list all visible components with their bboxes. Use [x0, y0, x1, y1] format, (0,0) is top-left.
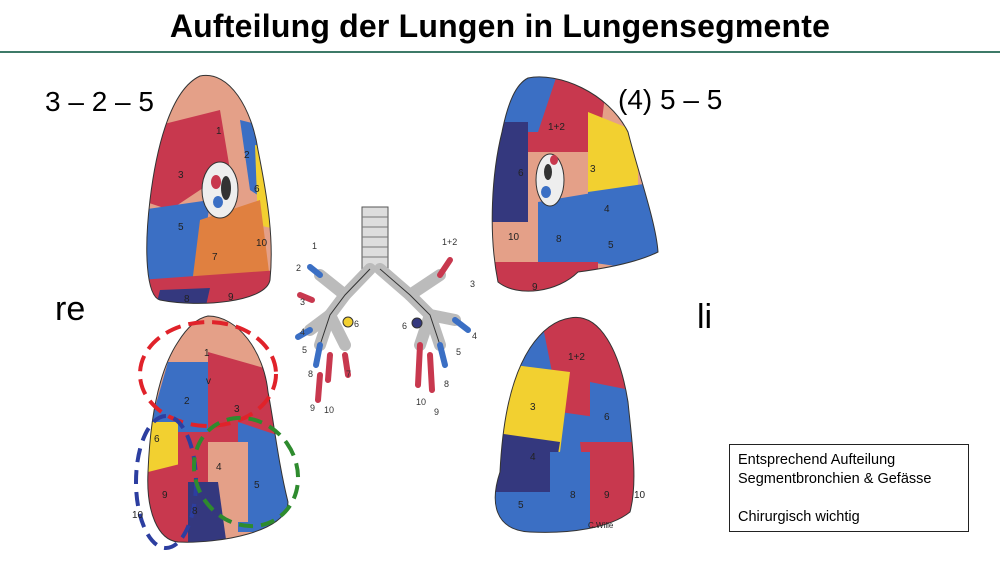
svg-text:5: 5 — [302, 345, 307, 355]
svg-text:4: 4 — [604, 204, 610, 215]
svg-text:10: 10 — [416, 397, 426, 407]
svg-text:7: 7 — [212, 252, 218, 263]
svg-text:2: 2 — [244, 150, 250, 161]
svg-text:8: 8 — [444, 379, 449, 389]
svg-text:5: 5 — [178, 222, 184, 233]
svg-text:6: 6 — [402, 321, 407, 331]
svg-text:9: 9 — [604, 490, 610, 501]
svg-text:6: 6 — [518, 168, 524, 179]
right-side-label: re — [55, 290, 86, 328]
svg-text:1: 1 — [216, 126, 222, 137]
svg-text:10: 10 — [508, 232, 520, 243]
svg-text:1+2: 1+2 — [548, 122, 565, 133]
svg-text:9: 9 — [532, 282, 538, 293]
note-line-2: Segmentbronchien & Gefässe — [738, 471, 932, 487]
svg-text:7: 7 — [346, 369, 351, 379]
svg-text:8: 8 — [570, 490, 576, 501]
svg-text:5: 5 — [608, 240, 614, 251]
svg-text:4: 4 — [530, 452, 536, 463]
note-spacer — [738, 489, 960, 508]
svg-text:8: 8 — [192, 506, 198, 517]
note-box: Entsprechend Aufteilung Segmentbronchien… — [729, 444, 969, 532]
svg-text:C.Wille: C.Wille — [588, 521, 614, 530]
svg-text:2: 2 — [184, 396, 190, 407]
slide-title: Aufteilung der Lungen in Lungensegmente — [169, 8, 831, 44]
svg-text:1+2: 1+2 — [568, 352, 585, 363]
svg-text:3: 3 — [530, 402, 536, 413]
svg-text:6: 6 — [154, 434, 160, 445]
svg-text:10: 10 — [324, 405, 334, 415]
left-lung-medial-illustration: 1+2 3 6 4 10 8 5 9 — [491, 76, 659, 293]
svg-text:6: 6 — [254, 184, 260, 195]
title-divider — [0, 51, 1000, 53]
svg-text:8: 8 — [308, 369, 313, 379]
left-lung-formula: (4) 5 – 5 — [618, 84, 723, 115]
left-lung-lateral-illustration: 1+2 3 6 4 5 8 9 10 C.Wille — [494, 316, 646, 533]
svg-text:5: 5 — [254, 480, 260, 491]
svg-text:1: 1 — [204, 348, 210, 359]
svg-text:3: 3 — [178, 170, 184, 181]
svg-text:9: 9 — [434, 407, 439, 417]
svg-text:4: 4 — [472, 331, 477, 341]
svg-text:6: 6 — [604, 412, 610, 423]
svg-text:6: 6 — [354, 319, 359, 329]
svg-text:8: 8 — [184, 294, 190, 305]
svg-text:v: v — [206, 376, 211, 387]
svg-text:1+2: 1+2 — [442, 237, 457, 247]
svg-text:9: 9 — [310, 403, 315, 413]
left-side-label: li — [697, 298, 713, 336]
svg-text:5: 5 — [456, 347, 461, 357]
right-lung-formula: 3 – 2 – 5 — [45, 86, 154, 117]
svg-text:3: 3 — [300, 297, 305, 307]
svg-text:1: 1 — [312, 241, 317, 251]
right-lung-lateral-illustration: 1 v 2 3 6 4 5 9 8 10 — [132, 315, 301, 550]
svg-text:10: 10 — [256, 238, 268, 249]
svg-text:4: 4 — [300, 327, 305, 337]
svg-text:3: 3 — [470, 279, 475, 289]
svg-text:9: 9 — [228, 292, 234, 303]
svg-text:2: 2 — [296, 263, 301, 273]
svg-text:9: 9 — [162, 490, 168, 501]
right-lung-medial-illustration: 1 2 3 6 5 10 7 8 9 — [146, 74, 272, 305]
note-line-1: Entsprechend Aufteilung — [738, 452, 896, 468]
svg-text:10: 10 — [132, 510, 144, 521]
svg-text:3: 3 — [590, 164, 596, 175]
svg-text:3: 3 — [234, 404, 240, 415]
svg-text:8: 8 — [556, 234, 562, 245]
bronchial-tree-illustration: 1 2 3 4 6 5 8 7 9 10 1+2 3 6 4 5 8 10 9 — [295, 206, 477, 417]
svg-text:5: 5 — [518, 500, 524, 511]
svg-text:10: 10 — [634, 490, 646, 501]
svg-text:4: 4 — [216, 462, 222, 473]
note-line-3: Chirurgisch wichtig — [738, 509, 860, 525]
